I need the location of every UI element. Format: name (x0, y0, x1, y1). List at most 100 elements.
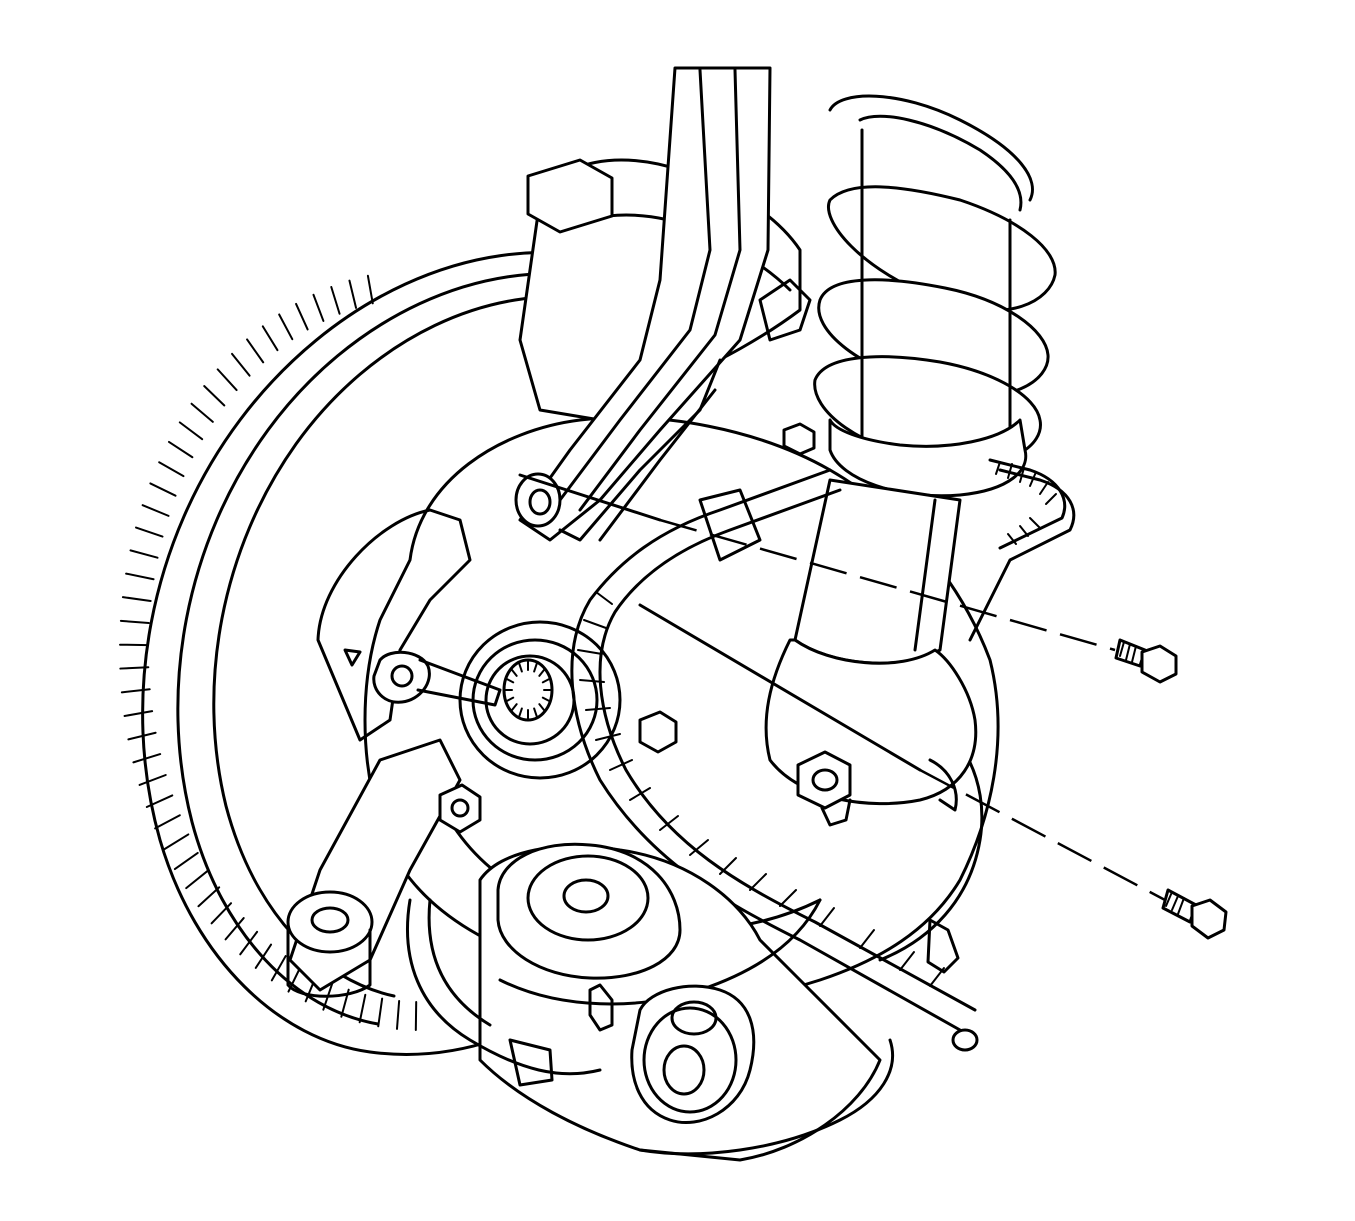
knuckle-bolt-left (438, 783, 482, 834)
cable-clip (372, 650, 502, 707)
knuckle-bolt-middle (638, 710, 678, 754)
upper-bolt-head (782, 422, 816, 456)
hub-splines (503, 659, 553, 721)
strut-tube-highlight (913, 498, 937, 652)
lower-bolt-threads (1165, 891, 1185, 915)
sensor-cable-rib (1029, 517, 1041, 529)
rotor-vent-slot (224, 917, 245, 941)
hub-spline (517, 661, 523, 673)
hose-ribs (577, 591, 945, 987)
bushing-nut (670, 1000, 718, 1036)
lower-bolt-leader-line (919, 768, 1166, 902)
stabilizer-link (514, 66, 772, 542)
hub-spline (504, 677, 515, 684)
rotor-vent-slot (278, 313, 294, 341)
knuckle-arrow-mark (343, 648, 362, 667)
rotor-vent-slot (123, 710, 154, 717)
hub-spline (510, 667, 518, 677)
rotor-vent-slot (312, 293, 325, 322)
rotor-vent-slot (127, 731, 157, 741)
ball-joint-outer (526, 854, 650, 942)
lower-bolt-leader-solid (638, 603, 922, 772)
rotor-vent-slots (119, 274, 418, 1031)
upper-bolt-hex-head (1140, 644, 1178, 684)
rotor-vent-slot (119, 666, 150, 670)
hose-rib (749, 873, 767, 891)
sensor-cable-upper (968, 468, 1076, 642)
tie-rod-end (286, 738, 462, 998)
brake-hose-line-2 (598, 488, 977, 1012)
rotor-vent-slot (132, 753, 162, 764)
sensor-cable-rib (1039, 481, 1049, 495)
strut-pinch-bolt-nut (796, 750, 852, 827)
lower-strut-bolt-exploded (638, 603, 1228, 940)
assembly-fasteners (438, 422, 852, 834)
rotor-vent-slot (197, 886, 221, 908)
hub-spline (541, 677, 552, 684)
rotor-vent-slot (125, 572, 155, 581)
rotor-vent-slot (121, 596, 152, 603)
dust-shield-lower (406, 898, 602, 1087)
rotor-vent-slot (239, 930, 259, 956)
lower-bolt-hex-head (1190, 898, 1228, 940)
spring-coil-1 (828, 94, 1034, 202)
link-bushing-hole (528, 488, 552, 516)
sensor-cable-rib (1007, 533, 1017, 545)
hose-rib (595, 591, 613, 605)
rotor-vent-slot (295, 302, 309, 331)
rotor-vent-slot (141, 504, 170, 517)
hose-rib (579, 679, 605, 683)
lower-bolt (1161, 888, 1228, 940)
knuckle-lug-upper (758, 278, 812, 342)
clip-strap (416, 658, 502, 707)
lower-bushing (630, 984, 756, 1125)
hose-rib (659, 815, 679, 831)
hose-rib (629, 787, 651, 801)
hub-outer-ring (458, 620, 622, 780)
hose-clip (588, 983, 614, 1032)
knuckle-tab (926, 918, 960, 974)
sensor-cable-ribs (995, 461, 1057, 545)
hose-fitting (698, 488, 762, 562)
hose-rib (577, 649, 603, 655)
strut-bracket-ear (928, 758, 958, 812)
rotor-vent-slot (203, 385, 226, 407)
rotor-vent-slot (154, 814, 181, 830)
rotor-vent-slot (261, 325, 279, 352)
rotor-vent-slot (358, 993, 367, 1024)
hub-spline (517, 707, 523, 719)
hose-rib (859, 929, 875, 949)
hub-spline (541, 696, 552, 703)
rotor-inner-edge-1 (176, 272, 600, 1026)
hose-rib (929, 967, 945, 987)
coil-spring (813, 94, 1057, 472)
hub-spline (538, 703, 546, 713)
rotor-vent-slot (366, 274, 374, 305)
upper-bolt-leader-line (659, 518, 1116, 652)
ball-joint-inner (562, 878, 610, 914)
rotor-vent-slot (190, 402, 214, 423)
bushing-center (662, 1044, 706, 1096)
rotor-vent-slot (138, 773, 167, 786)
rotor-vent-slot (348, 279, 358, 309)
hose-rib (583, 619, 607, 629)
hose-rib (899, 951, 915, 971)
upper-bolt-threads (1119, 641, 1137, 663)
rotor-vent-slot (377, 997, 384, 1028)
sensor-cable-rib (1007, 463, 1013, 479)
shield-curve-1 (406, 898, 602, 1076)
hub-spline (538, 667, 546, 677)
rotor-vent-slot (178, 421, 204, 441)
sensor-cable-rib (1019, 525, 1029, 537)
tie-rod-eye (286, 890, 374, 954)
rotor-vent-slot (231, 352, 251, 377)
spring-coil-2 (827, 185, 1057, 312)
rotor-vent-slot (119, 619, 150, 624)
link-lower-prong-2 (598, 388, 717, 542)
hose-end-cap (951, 1028, 979, 1052)
link-lower-prong (558, 358, 722, 542)
rotor-vent-slot (210, 902, 233, 925)
rotor-vent-slot (145, 794, 174, 808)
rotor-vent-slot (135, 526, 164, 538)
